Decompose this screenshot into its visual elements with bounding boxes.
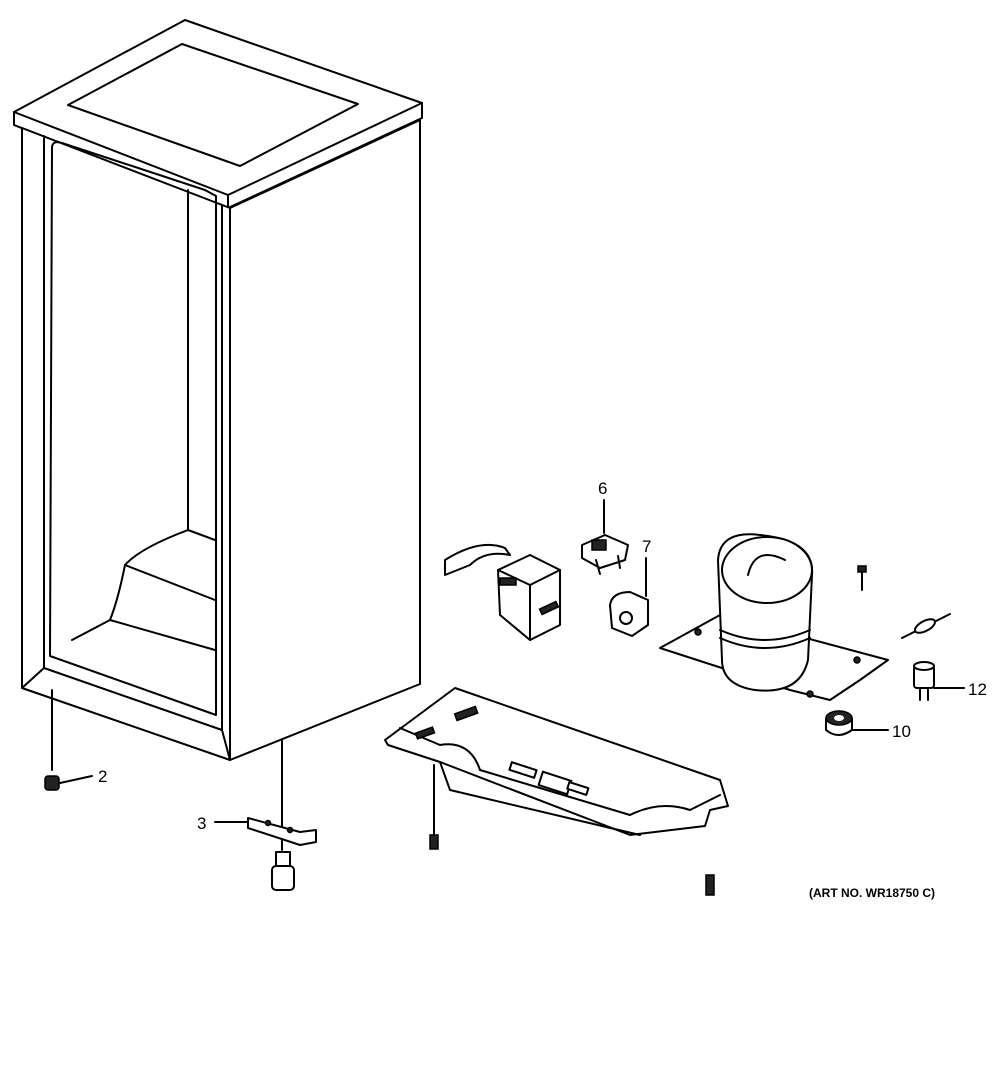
callout-3: 3 bbox=[197, 814, 206, 833]
part-7-overload bbox=[609, 557, 649, 637]
callout-10: 10 bbox=[892, 722, 911, 741]
compressor bbox=[659, 533, 889, 701]
overload-clip bbox=[444, 543, 511, 576]
part-12-capacitor bbox=[913, 661, 965, 701]
part-3-bracket bbox=[214, 739, 317, 891]
callout-6: 6 bbox=[598, 479, 607, 498]
art-number: (ART NO. WR18750 C) bbox=[809, 886, 935, 900]
base-pan bbox=[384, 687, 729, 896]
callout-7: 7 bbox=[642, 537, 651, 556]
capacitor-wire bbox=[901, 613, 951, 639]
callout-2: 2 bbox=[98, 767, 107, 786]
part-10-grommet bbox=[825, 710, 889, 736]
part-2-leveling-leg bbox=[44, 689, 93, 791]
relay-cover bbox=[497, 554, 561, 641]
part-6-relay bbox=[581, 499, 629, 575]
cabinet-case bbox=[13, 19, 423, 761]
callout-12: 12 bbox=[968, 680, 987, 699]
